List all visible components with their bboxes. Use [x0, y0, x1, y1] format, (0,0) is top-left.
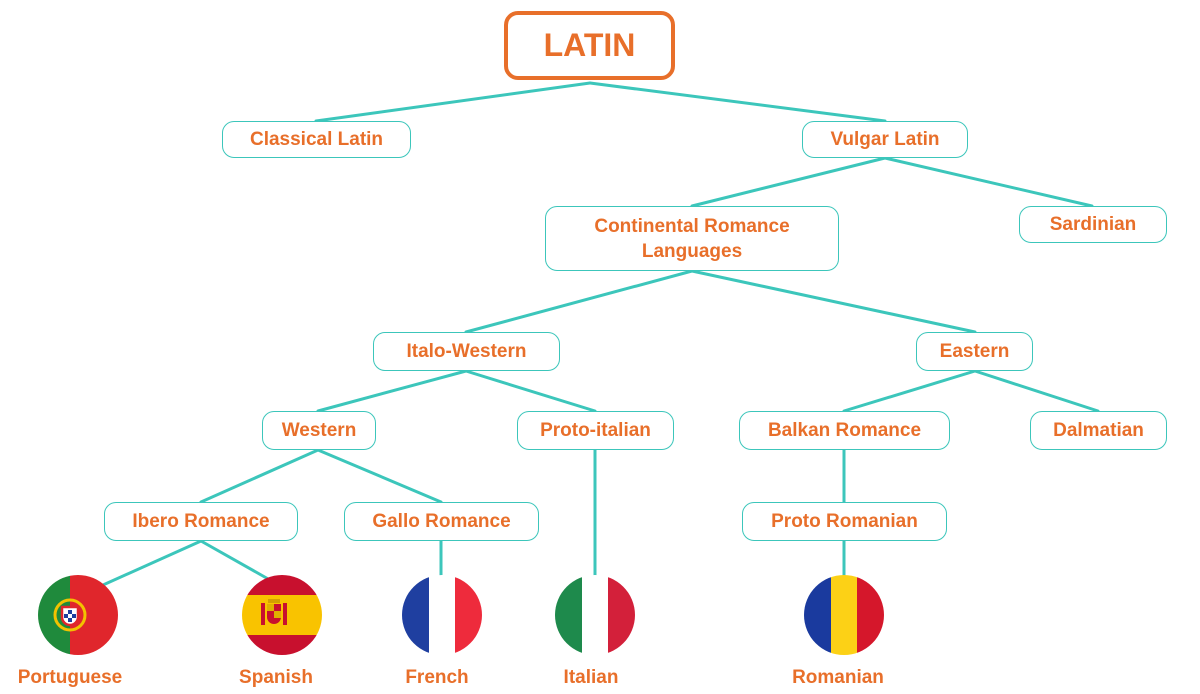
connector [690, 269, 977, 334]
france-flag-icon [402, 575, 482, 655]
node-gallo-romance: Gallo Romance [344, 502, 539, 541]
portugal-flag-icon [38, 575, 118, 655]
node-ibero-romance: Ibero Romance [104, 502, 298, 541]
node-vulgar-latin: Vulgar Latin [802, 121, 968, 158]
node-label-line2: Languages [641, 240, 743, 262]
node-classical-latin: Classical Latin [222, 121, 411, 158]
spain-flag-icon [242, 575, 322, 655]
italy-flag-icon [555, 575, 635, 655]
node-label: Ibero Romance [132, 511, 270, 532]
connector [199, 448, 320, 504]
node-label: Vulgar Latin [830, 129, 940, 150]
connector [316, 448, 443, 504]
node-label: Italo-Western [406, 341, 527, 362]
connector [464, 269, 694, 334]
connector [973, 369, 1100, 413]
connector [588, 81, 887, 123]
node-proto-romanian: Proto Romanian [742, 502, 947, 541]
connector [464, 369, 597, 413]
connector [883, 156, 1094, 208]
language-label-italian: Italian [563, 667, 619, 688]
node-dalmatian: Dalmatian [1030, 411, 1167, 450]
node-label: Proto-italian [540, 420, 651, 441]
node-continental-romance-languages: Continental Romance Languages [545, 206, 839, 271]
node-label: Balkan Romance [767, 420, 922, 441]
node-sardinian: Sardinian [1019, 206, 1167, 243]
node-western: Western [262, 411, 376, 450]
language-label-french: French [405, 667, 469, 688]
language-label-romanian: Romanian [792, 667, 884, 688]
connector [842, 369, 977, 413]
connector [316, 369, 468, 413]
romania-flag-icon [804, 575, 884, 655]
connector [690, 156, 887, 208]
root-node-latin: LATIN [504, 11, 675, 80]
node-label: Gallo Romance [372, 511, 511, 532]
language-label-portuguese: Portuguese [17, 667, 123, 688]
node-label: Sardinian [1049, 214, 1137, 235]
connector [101, 539, 203, 587]
node-label: Eastern [939, 341, 1010, 362]
node-label: Proto Romanian [771, 511, 918, 532]
connector [199, 539, 272, 582]
language-label-spanish: Spanish [239, 667, 313, 688]
node-italo-western: Italo-Western [373, 332, 560, 371]
node-label: Dalmatian [1053, 420, 1144, 441]
node-eastern: Eastern [916, 332, 1033, 371]
root-label: LATIN [543, 27, 636, 63]
node-label: Western [281, 420, 357, 441]
node-balkan-romance: Balkan Romance [739, 411, 950, 450]
node-label: Classical Latin [249, 129, 384, 150]
node-label-line1: Continental Romance [594, 215, 790, 237]
node-proto-italian: Proto-italian [517, 411, 674, 450]
connector [314, 81, 592, 123]
